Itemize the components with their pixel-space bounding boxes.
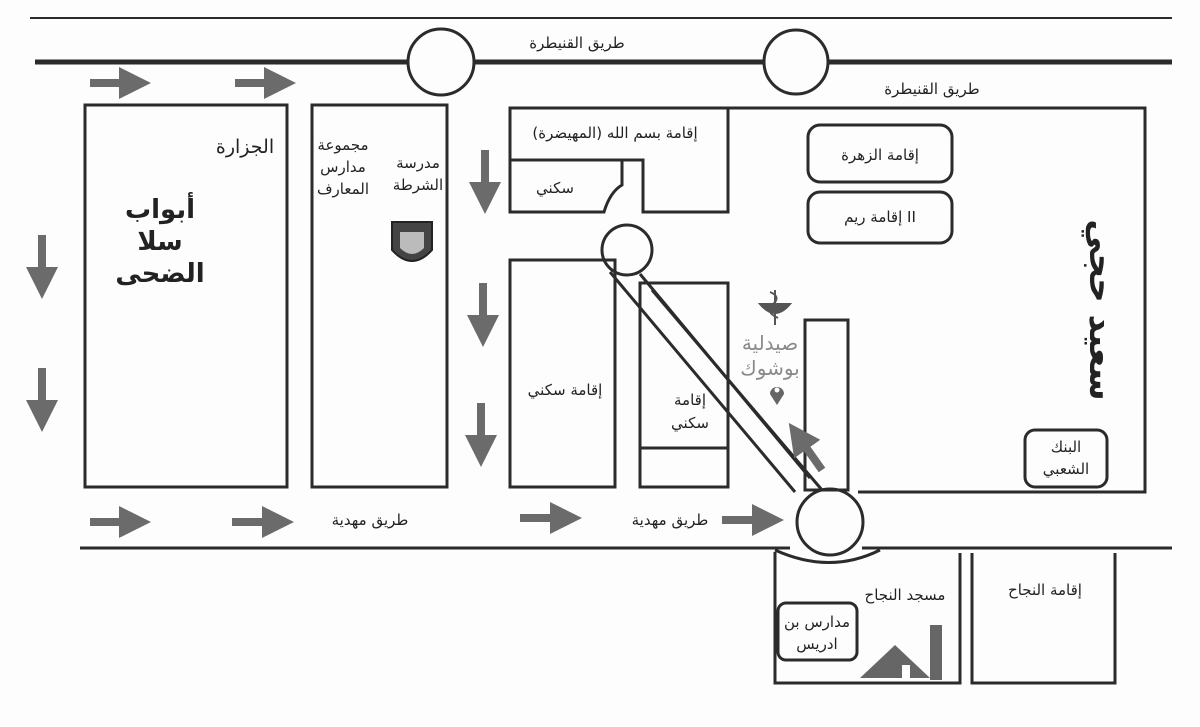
block-residential-1 [508, 258, 617, 489]
roundabout-top-right [762, 28, 830, 96]
place-label: مدرسة [396, 154, 440, 172]
place-label: إقامة بسم الله (المهيضرة) [532, 124, 697, 142]
block-narrow [803, 318, 850, 492]
diagonal-road [608, 271, 797, 493]
place-label: سكني [671, 414, 709, 433]
arrow-up-left-icon [788, 422, 826, 473]
idriss-schools-box [776, 601, 859, 662]
block-schools [310, 103, 449, 489]
place-label: البنك [1051, 438, 1081, 456]
place-label: ادريس [796, 635, 837, 653]
mosque-icon [860, 625, 942, 680]
pharmacy-label: صيدلية [742, 331, 798, 355]
location-pin-icon [770, 387, 784, 405]
residence-zahra-box [806, 123, 954, 184]
block-east [728, 106, 1147, 494]
pharmacy-icon [757, 290, 793, 325]
place-label: إقامة ريم II [844, 208, 916, 226]
place-label: الضحى [115, 259, 204, 289]
place-label: الشعبي [1043, 460, 1089, 479]
road-label: طريق مهدية [332, 511, 409, 529]
bank-box [1023, 428, 1109, 489]
place-label: المعارف [317, 180, 369, 198]
place-label: أبواب [125, 192, 195, 225]
block-najah [970, 553, 1117, 685]
block-mosque [773, 552, 962, 685]
road-label-vertical: سعيد حجي [1081, 219, 1121, 400]
place-label: مدارس بن [784, 613, 850, 631]
place-label: مدارس [320, 158, 366, 176]
block-bismillah [508, 106, 730, 214]
roundabout-middle [600, 223, 654, 277]
block-sala-gate [83, 103, 289, 489]
pharmacy-label: بوشوك [740, 356, 799, 380]
place-label: مجموعة [317, 136, 368, 154]
place-label: إقامة [674, 391, 706, 409]
place-label: مسجد النجاح [865, 586, 946, 604]
place-label: الجزارة [216, 136, 274, 158]
place-label: إقامة الزهرة [841, 146, 919, 164]
place-label: إقامة النجاح [1008, 581, 1082, 599]
block-residential-2 [638, 281, 730, 489]
place-label: الشرطة [393, 176, 443, 194]
road-label: طريق القنيطرة [529, 34, 625, 52]
police-badge-icon [391, 221, 433, 262]
residence-reem-box [806, 190, 954, 245]
place-label: إقامة سكني [528, 381, 603, 400]
place-label: سكني [536, 179, 574, 198]
road-label: طريق مهدية [632, 511, 709, 529]
road-label: طريق القنيطرة [884, 80, 980, 98]
roundabout-top-left [406, 27, 476, 97]
place-label: سلا [137, 227, 182, 257]
roundabout-bottom [795, 487, 865, 557]
